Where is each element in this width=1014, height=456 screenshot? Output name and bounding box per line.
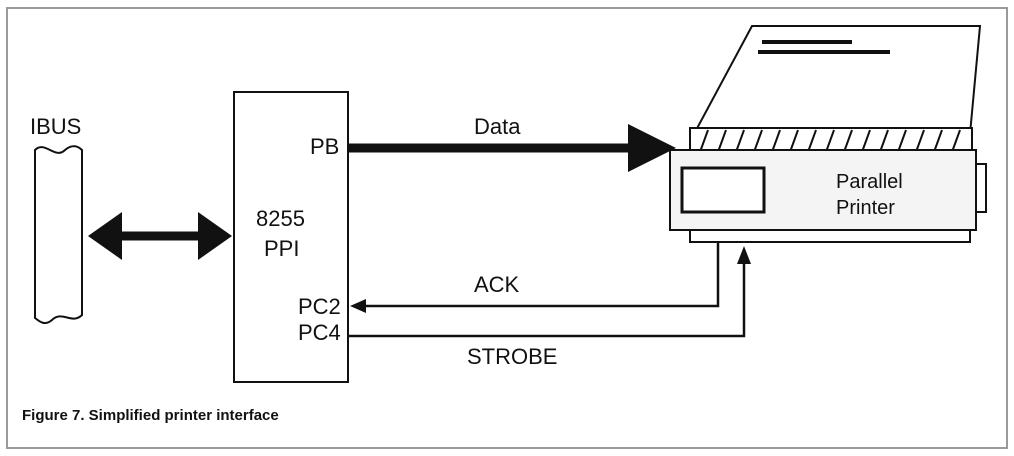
ibus-label: IBUS bbox=[30, 114, 81, 139]
ibus-bus-shape bbox=[35, 146, 82, 323]
data-signal-label: Data bbox=[474, 114, 521, 139]
printer-base bbox=[690, 230, 970, 242]
port-pb-label: PB bbox=[310, 134, 339, 159]
chip-name-line2: PPI bbox=[264, 236, 299, 261]
figure-caption: Figure 7. Simplified printer interface bbox=[22, 407, 279, 424]
printer-name-line2: Printer bbox=[836, 197, 895, 219]
ack-signal-label: ACK bbox=[474, 272, 520, 297]
strobe-signal-label: STROBE bbox=[467, 344, 557, 369]
printer-side-knob bbox=[976, 164, 986, 212]
port-pc4-label: PC4 bbox=[298, 320, 341, 345]
printer-panel-window bbox=[682, 168, 764, 212]
printer-name-line1: Parallel bbox=[836, 171, 903, 193]
chip-name-line1: 8255 bbox=[256, 206, 305, 231]
port-pc2-label: PC2 bbox=[298, 294, 341, 319]
